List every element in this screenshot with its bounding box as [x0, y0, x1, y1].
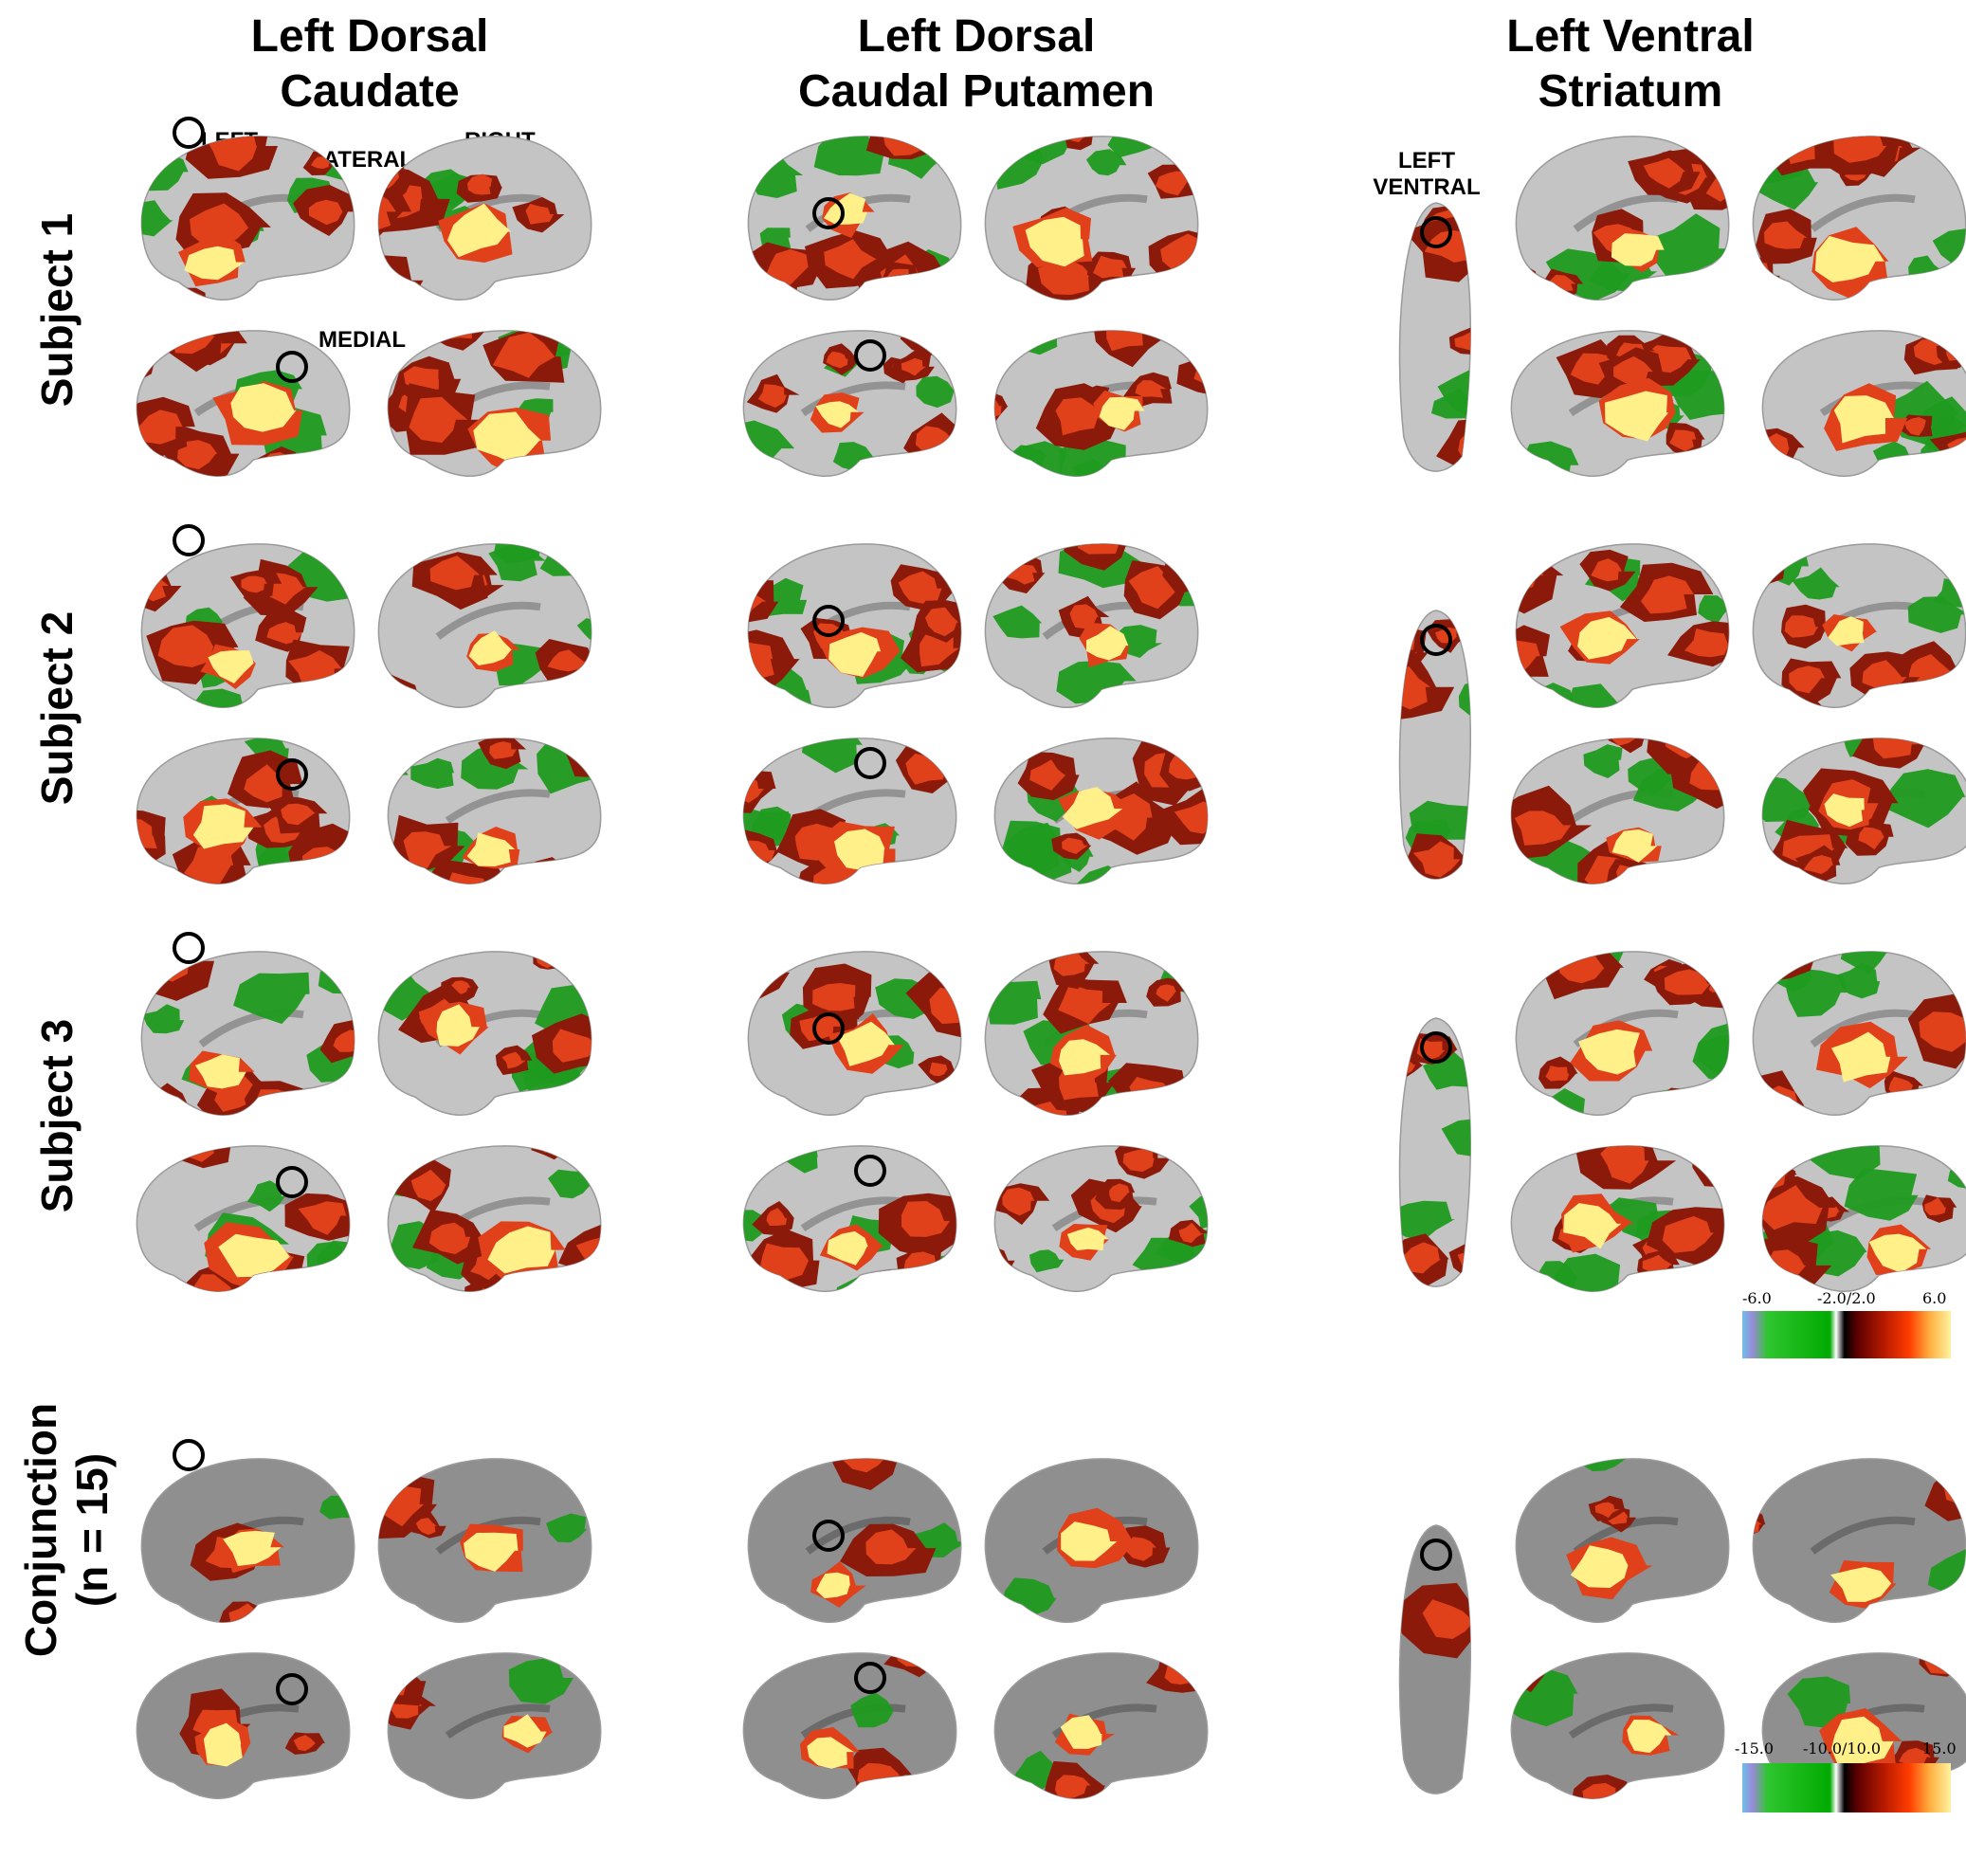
left-lateral-brain [747, 1458, 962, 1624]
right-medial-brain [1761, 330, 1966, 477]
colorbar-label-neg-min: -6.0 [1742, 1289, 1772, 1307]
colorbar-label-mid: -2.0/2.0 [1817, 1289, 1876, 1307]
right-lateral-brain [377, 951, 592, 1117]
row-title-conjunction: Conjunction (n = 15) [15, 1359, 118, 1701]
ventral-view-brain [1398, 1524, 1471, 1794]
view-label-left-ventral: LEFT VENTRAL [1365, 148, 1488, 201]
column-title-dorsal-caudate: Left Dorsal Caudate [104, 9, 635, 119]
row-title-subject-3: Subject 3 [32, 1018, 82, 1213]
right-lateral-brain [1752, 136, 1966, 301]
right-medial-brain [387, 1145, 602, 1292]
roi-marker-circle [173, 117, 205, 149]
row-title-line2: (n = 15) [67, 1452, 117, 1608]
column-title-line2: Caudal Putamen [797, 66, 1156, 117]
roi-marker-circle [173, 524, 205, 556]
right-medial-brain [1761, 1652, 1966, 1799]
colorbar-gradient [1742, 1763, 1951, 1812]
roi-marker-circle [854, 747, 886, 779]
ventral-view-brain [1398, 610, 1471, 880]
view-label-line1: LEFT [1398, 148, 1455, 173]
colorbar-gradient [1742, 1311, 1951, 1358]
roi-marker-circle [276, 351, 308, 383]
left-medial-brain [136, 1145, 351, 1292]
roi-marker-circle [854, 1662, 886, 1694]
right-medial-brain [1761, 1145, 1966, 1292]
column-title-line1: Left Dorsal [857, 11, 1096, 62]
roi-marker-circle [1420, 216, 1452, 248]
right-medial-brain [387, 1652, 602, 1799]
right-lateral-brain [984, 136, 1199, 301]
roi-marker-circle [1420, 1539, 1452, 1571]
left-medial-brain [742, 1652, 957, 1799]
roi-marker-circle [812, 605, 845, 637]
roi-marker-circle [173, 932, 205, 964]
column-title-line1: Left Ventral [1506, 11, 1755, 62]
column-title-dorsal-caudal-putamen: Left Dorsal Caudal Putamen [711, 9, 1242, 119]
left-lateral-brain [140, 543, 355, 709]
left-lateral-brain [1515, 951, 1730, 1117]
view-label-line2: VENTRAL [1373, 174, 1481, 200]
row-title-subject-2: Subject 2 [32, 610, 82, 806]
right-medial-brain [387, 330, 602, 477]
roi-marker-circle [276, 1166, 308, 1198]
left-medial-brain [1510, 1652, 1725, 1799]
right-lateral-brain [1752, 1458, 1966, 1624]
left-medial-brain [742, 1145, 957, 1292]
left-lateral-brain [1515, 1458, 1730, 1624]
column-title-line1: Left Dorsal [250, 11, 489, 62]
left-medial-brain [1510, 1145, 1725, 1292]
left-lateral-brain [747, 951, 962, 1117]
right-lateral-brain [377, 543, 592, 709]
left-lateral-brain [1515, 136, 1730, 301]
left-medial-brain [136, 330, 351, 477]
colorbar-label-neg-min: -15.0 [1735, 1739, 1775, 1758]
row-title-subject-1: Subject 1 [32, 212, 82, 408]
colorbar-label-pos-max: 15.0 [1922, 1739, 1957, 1758]
column-title-ventral-striatum: Left Ventral Striatum [1365, 9, 1896, 119]
column-title-line2: Striatum [1538, 66, 1723, 117]
roi-marker-circle [812, 1012, 845, 1045]
right-medial-brain [1761, 738, 1966, 884]
left-lateral-brain [140, 951, 355, 1117]
colorbar-label-mid: -10.0/10.0 [1803, 1739, 1882, 1758]
left-medial-brain [1510, 330, 1725, 477]
row-title-line1: Conjunction [16, 1402, 65, 1658]
right-medial-brain [387, 738, 602, 884]
colorbar-label-pos-max: 6.0 [1922, 1289, 1947, 1307]
left-lateral-brain [747, 136, 962, 301]
ventral-view-brain [1398, 1017, 1471, 1287]
roi-marker-circle [812, 197, 845, 229]
left-medial-brain [136, 1652, 351, 1799]
roi-marker-circle [854, 1155, 886, 1187]
right-lateral-brain [984, 1458, 1199, 1624]
left-medial-brain [742, 330, 957, 477]
right-lateral-brain [1752, 543, 1966, 709]
right-medial-brain [993, 1145, 1209, 1292]
right-medial-brain [993, 1652, 1209, 1799]
left-lateral-brain [140, 1458, 355, 1624]
right-lateral-brain [377, 136, 592, 301]
roi-marker-circle [173, 1439, 205, 1471]
right-medial-brain [993, 330, 1209, 477]
right-lateral-brain [1752, 951, 1966, 1117]
roi-marker-circle [276, 758, 308, 791]
left-medial-brain [742, 738, 957, 884]
right-lateral-brain [984, 543, 1199, 709]
right-medial-brain [993, 738, 1209, 884]
right-lateral-brain [377, 1458, 592, 1624]
roi-marker-circle [812, 1520, 845, 1552]
left-lateral-brain [140, 136, 355, 301]
column-title-line2: Caudate [280, 66, 460, 117]
right-lateral-brain [984, 951, 1199, 1117]
left-lateral-brain [747, 543, 962, 709]
roi-marker-circle [1420, 624, 1452, 656]
left-medial-brain [1510, 738, 1725, 884]
roi-marker-circle [276, 1673, 308, 1705]
ventral-view-brain [1398, 202, 1471, 472]
roi-marker-circle [854, 339, 886, 372]
roi-marker-circle [1420, 1031, 1452, 1064]
left-medial-brain [136, 738, 351, 884]
left-lateral-brain [1515, 543, 1730, 709]
view-label-medial: MEDIAL [319, 327, 406, 353]
